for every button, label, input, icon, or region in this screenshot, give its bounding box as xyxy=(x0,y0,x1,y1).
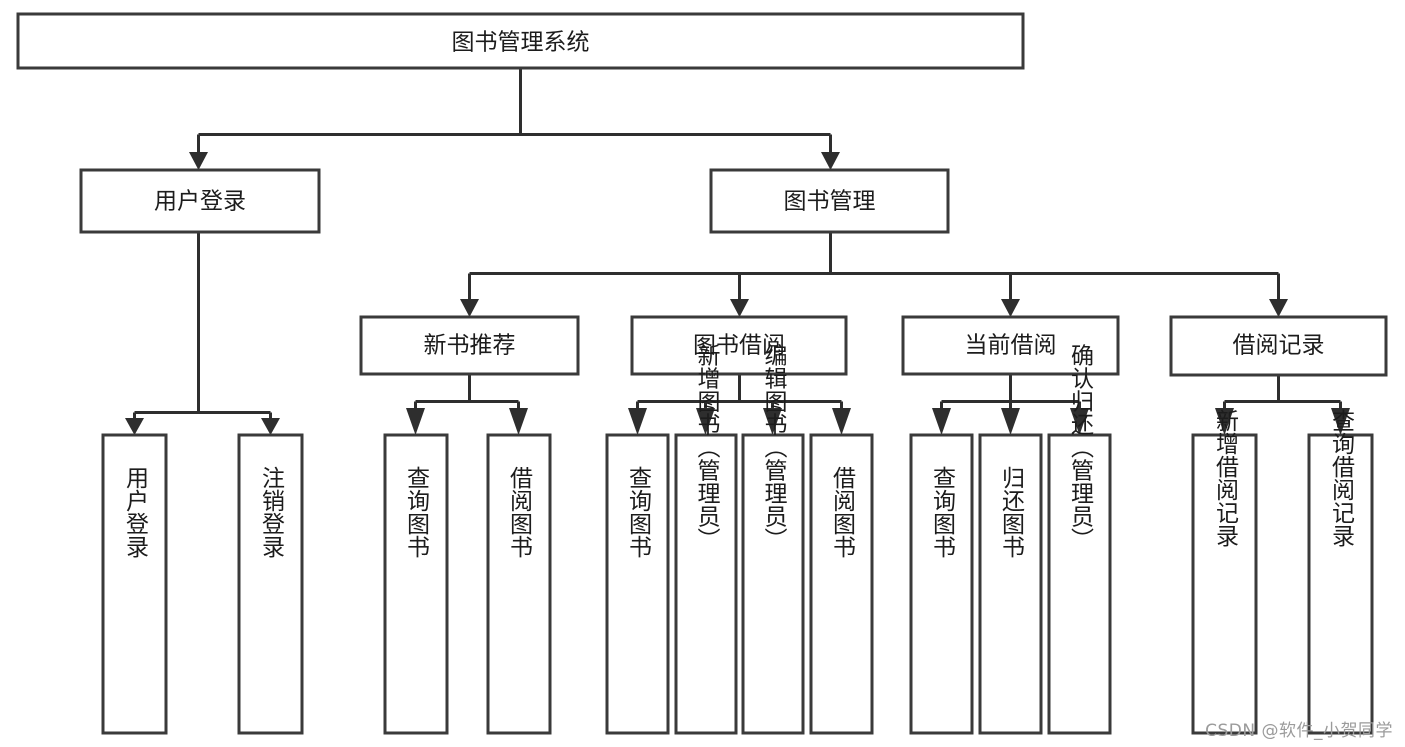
node-leaf-edit-book-label: 编辑图书（管理员） xyxy=(760,344,788,551)
node-root-label: 图书管理系统 xyxy=(452,30,590,56)
node-root[interactable]: 图书管理系统 xyxy=(16,12,1025,70)
arrowhead-book-borrow xyxy=(730,299,749,317)
node-current-borrow[interactable]: 当前借阅 xyxy=(901,315,1120,376)
node-leaf-add-book-label: 新增图书（管理员） xyxy=(693,344,721,551)
node-leaf-borrow-book-a[interactable]: 借阅图书 xyxy=(486,433,552,735)
arrowhead-leaf-add-book xyxy=(696,408,715,435)
node-leaf-query-record-box[interactable] xyxy=(1307,433,1374,735)
node-current-borrow-label: 当前借阅 xyxy=(965,333,1057,359)
node-leaf-query-book-c-box[interactable] xyxy=(909,433,974,735)
arrowhead-leaf-query-book-a xyxy=(406,408,425,435)
node-book-borrow-box[interactable] xyxy=(630,315,848,376)
node-leaf-add-book-box[interactable] xyxy=(674,433,738,735)
node-leaf-query-book-c-label: 查询图书 xyxy=(929,466,957,558)
node-leaf-logout[interactable]: 注销登录 xyxy=(237,433,304,735)
node-leaf-add-record-label: 新增借阅记录 xyxy=(1212,409,1240,547)
arrowhead-book-manage xyxy=(821,152,840,170)
node-leaf-query-record[interactable]: 查询借阅记录 xyxy=(1307,409,1374,735)
node-user-login-label: 用户登录 xyxy=(154,189,246,215)
node-leaf-user-login[interactable]: 用户登录 xyxy=(101,433,168,735)
node-leaf-query-record-label: 查询借阅记录 xyxy=(1328,409,1356,547)
node-user-login-box[interactable] xyxy=(79,168,321,234)
connector-layer xyxy=(125,68,1350,435)
arrowhead-leaf-query-book-c xyxy=(932,408,951,435)
arrowhead-leaf-user-login xyxy=(125,418,144,435)
node-leaf-add-record-box[interactable] xyxy=(1191,433,1258,735)
node-leaf-query-book-a[interactable]: 查询图书 xyxy=(383,433,449,735)
node-leaf-confirm-return-label: 确认归还（管理员） xyxy=(1067,344,1095,551)
arrowhead-leaf-return-book xyxy=(1001,408,1020,435)
node-leaf-query-book-c[interactable]: 查询图书 xyxy=(909,433,974,735)
node-leaf-add-record[interactable]: 新增借阅记录 xyxy=(1191,409,1258,735)
node-leaf-add-book[interactable]: 新增图书（管理员） xyxy=(674,344,738,735)
node-leaf-return-book-box[interactable] xyxy=(978,433,1043,735)
node-leaf-confirm-return-box[interactable] xyxy=(1047,433,1112,735)
arrowhead-leaf-edit-book xyxy=(763,408,782,435)
node-new-book-rec-label: 新书推荐 xyxy=(424,333,516,359)
node-leaf-logout-box[interactable] xyxy=(237,433,304,735)
arrowhead-borrow-record xyxy=(1269,299,1288,317)
arrowhead-leaf-query-record xyxy=(1331,408,1350,435)
node-root-box[interactable] xyxy=(16,12,1025,70)
node-new-book-rec-box[interactable] xyxy=(359,315,580,376)
node-borrow-record-box[interactable] xyxy=(1169,315,1388,377)
arrowhead-leaf-borrow-book-a xyxy=(509,408,528,435)
arrowhead-user-login xyxy=(189,152,208,170)
node-leaf-user-login-label: 用户登录 xyxy=(122,466,150,558)
node-book-manage[interactable]: 图书管理 xyxy=(709,168,950,234)
arrowhead-leaf-logout xyxy=(261,418,280,435)
arrowhead-leaf-confirm-return xyxy=(1070,408,1089,435)
node-book-borrow[interactable]: 图书借阅 xyxy=(630,315,848,376)
node-leaf-borrow-book-b-box[interactable] xyxy=(809,433,874,735)
node-leaf-confirm-return[interactable]: 确认归还（管理员） xyxy=(1047,344,1112,735)
node-leaf-borrow-book-b[interactable]: 借阅图书 xyxy=(809,433,874,735)
node-leaf-borrow-book-a-label: 借阅图书 xyxy=(506,466,534,558)
node-leaf-logout-label: 注销登录 xyxy=(258,466,286,558)
node-leaf-return-book-label: 归还图书 xyxy=(998,466,1026,558)
node-new-book-rec[interactable]: 新书推荐 xyxy=(359,315,580,376)
node-leaf-borrow-book-b-label: 借阅图书 xyxy=(829,466,857,558)
node-leaf-query-book-b[interactable]: 查询图书 xyxy=(605,433,670,735)
node-leaf-edit-book[interactable]: 编辑图书（管理员） xyxy=(741,344,805,735)
node-leaf-edit-book-box[interactable] xyxy=(741,433,805,735)
node-borrow-record[interactable]: 借阅记录 xyxy=(1169,315,1388,377)
arrowhead-current-borrow xyxy=(1001,299,1020,317)
node-user-login[interactable]: 用户登录 xyxy=(79,168,321,234)
node-leaf-borrow-book-a-box[interactable] xyxy=(486,433,552,735)
node-current-borrow-box[interactable] xyxy=(901,315,1120,376)
node-leaf-query-book-b-label: 查询图书 xyxy=(625,466,653,558)
node-borrow-record-label: 借阅记录 xyxy=(1233,333,1325,359)
arrowhead-leaf-add-record xyxy=(1215,408,1234,435)
arrowhead-leaf-borrow-book-b xyxy=(832,408,851,435)
node-book-borrow-label: 图书借阅 xyxy=(693,333,785,359)
arrowhead-new-book-rec xyxy=(460,299,479,317)
node-book-manage-box[interactable] xyxy=(709,168,950,234)
node-leaf-query-book-a-box[interactable] xyxy=(383,433,449,735)
node-leaf-query-book-a-label: 查询图书 xyxy=(403,466,431,558)
node-leaf-query-book-b-box[interactable] xyxy=(605,433,670,735)
node-book-manage-label: 图书管理 xyxy=(784,189,876,215)
node-leaf-return-book[interactable]: 归还图书 xyxy=(978,433,1043,735)
node-leaf-user-login-box[interactable] xyxy=(101,433,168,735)
arrowhead-leaf-query-book-b xyxy=(628,408,647,435)
